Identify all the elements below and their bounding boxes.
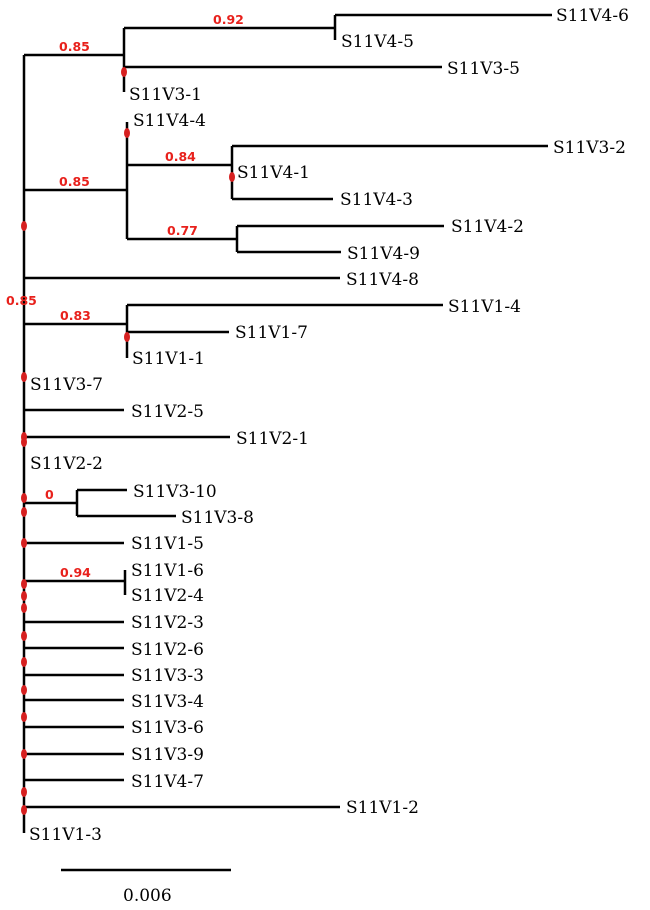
leaf-label: S11V1-3 bbox=[29, 825, 102, 845]
leaf-label: S11V1-4 bbox=[448, 297, 521, 317]
support-value-clade-e: 0.94 bbox=[60, 565, 91, 580]
leaf-label: S11V4-8 bbox=[346, 270, 419, 290]
node-markers bbox=[21, 67, 235, 815]
support-value-clade-d: 0 bbox=[45, 487, 54, 502]
node-marker bbox=[21, 712, 27, 722]
leaf-label: S11V3-5 bbox=[447, 59, 520, 79]
leaf-label: S11V2-6 bbox=[131, 640, 204, 660]
leaf-label: S11V1-1 bbox=[132, 349, 205, 369]
leaf-label: S11V3-6 bbox=[131, 718, 204, 738]
node-marker bbox=[21, 493, 27, 503]
leaf-label: S11V3-9 bbox=[131, 745, 204, 765]
node-marker bbox=[21, 372, 27, 382]
node-marker bbox=[21, 631, 27, 641]
node-marker bbox=[21, 805, 27, 815]
leaf-label: S11V2-5 bbox=[131, 402, 204, 422]
leaf-label: S11V3-8 bbox=[181, 508, 254, 528]
leaf-label: S11V4-6 bbox=[556, 6, 629, 26]
support-values: 0.85 0.85 0.92 0.85 0.84 0.77 0.83 0 0.9… bbox=[6, 12, 244, 580]
node-marker bbox=[21, 507, 27, 517]
node-marker bbox=[21, 787, 27, 797]
support-value-clade-c: 0.83 bbox=[60, 308, 91, 323]
leaf-label: S11V4-7 bbox=[131, 772, 204, 792]
node-marker bbox=[121, 67, 127, 77]
node-marker bbox=[21, 591, 27, 601]
support-value-clade-a-sub: 0.92 bbox=[213, 12, 244, 27]
leaf-label: S11V3-1 bbox=[129, 85, 202, 105]
leaf-labels: S11V4-6 S11V4-5 S11V3-5 S11V3-1 S11V4-4 … bbox=[29, 6, 629, 845]
leaf-label: S11V1-2 bbox=[346, 798, 419, 818]
leaf-label: S11V4-9 bbox=[347, 244, 420, 264]
support-value-root: 0.85 bbox=[6, 293, 37, 308]
leaf-label: S11V4-5 bbox=[341, 32, 414, 52]
leaf-label: S11V3-2 bbox=[553, 138, 626, 158]
support-value-clade-b-sub2: 0.77 bbox=[167, 223, 198, 238]
support-value-clade-b: 0.85 bbox=[59, 174, 90, 189]
node-marker bbox=[21, 221, 27, 231]
leaf-label: S11V4-2 bbox=[451, 217, 524, 237]
node-marker bbox=[21, 749, 27, 759]
node-marker bbox=[21, 685, 27, 695]
leaf-label: S11V1-5 bbox=[131, 534, 204, 554]
leaf-label: S11V2-3 bbox=[131, 613, 204, 633]
node-marker bbox=[21, 657, 27, 667]
node-marker bbox=[21, 437, 27, 447]
leaf-label: S11V4-4 bbox=[133, 111, 206, 131]
node-marker bbox=[21, 603, 27, 613]
support-value-clade-b-sub1: 0.84 bbox=[165, 149, 196, 164]
node-marker bbox=[229, 172, 235, 182]
leaf-label: S11V4-1 bbox=[237, 163, 310, 183]
leaf-label: S11V1-6 bbox=[131, 561, 204, 581]
leaf-label: S11V4-3 bbox=[340, 190, 413, 210]
leaf-label: S11V3-3 bbox=[131, 666, 204, 686]
node-marker bbox=[124, 332, 130, 342]
leaf-label: S11V3-10 bbox=[133, 482, 217, 502]
support-value-clade-a: 0.85 bbox=[59, 39, 90, 54]
leaf-label: S11V1-7 bbox=[235, 323, 308, 343]
leaf-label: S11V3-4 bbox=[131, 692, 204, 712]
scale-bar-label: 0.006 bbox=[123, 886, 172, 906]
leaf-label: S11V2-1 bbox=[236, 429, 309, 449]
leaf-label: S11V2-4 bbox=[131, 586, 204, 606]
node-marker bbox=[124, 128, 130, 138]
node-marker bbox=[21, 538, 27, 548]
leaf-label: S11V2-2 bbox=[30, 454, 103, 474]
leaf-label: S11V3-7 bbox=[30, 375, 103, 395]
node-marker bbox=[21, 579, 27, 589]
tree-branches bbox=[22, 13, 552, 872]
